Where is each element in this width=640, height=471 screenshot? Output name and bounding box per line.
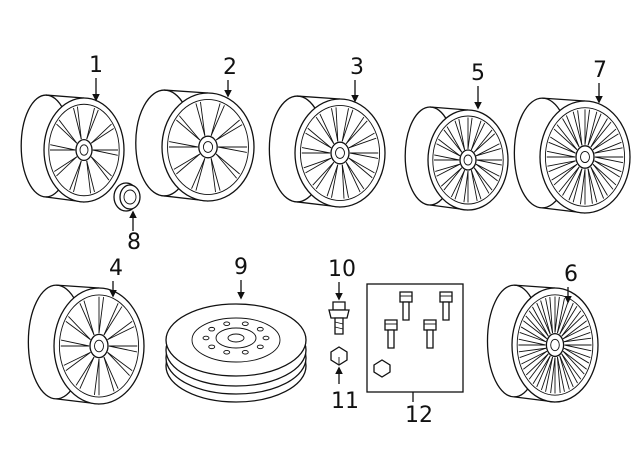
wheel-6-part <box>27 281 145 405</box>
callout-12: 12 <box>405 403 433 428</box>
callout-9: 9 <box>234 255 248 280</box>
callout-7: 7 <box>593 58 607 83</box>
callout-4: 4 <box>109 256 123 281</box>
lug-nut-part <box>330 346 348 384</box>
callout-1: 1 <box>89 53 103 78</box>
center-cap-part <box>113 182 141 231</box>
callout-8: 8 <box>127 230 141 255</box>
wheel-1-part <box>20 78 125 203</box>
callout-5: 5 <box>471 61 485 86</box>
wheel-bolt-part <box>328 282 350 335</box>
callout-10: 10 <box>328 257 356 282</box>
wheel-4-part <box>404 86 509 211</box>
spare-tire-part <box>165 280 307 403</box>
wheel-2-part <box>135 80 255 202</box>
callout-6: 6 <box>564 262 578 287</box>
wheel-3-part <box>268 80 386 208</box>
wheel-7-part <box>486 284 599 403</box>
lock-kit-part <box>366 283 464 402</box>
callout-2: 2 <box>223 55 237 80</box>
callout-11: 11 <box>331 389 359 414</box>
wheel-5-part <box>513 83 631 214</box>
callout-3: 3 <box>350 55 364 80</box>
